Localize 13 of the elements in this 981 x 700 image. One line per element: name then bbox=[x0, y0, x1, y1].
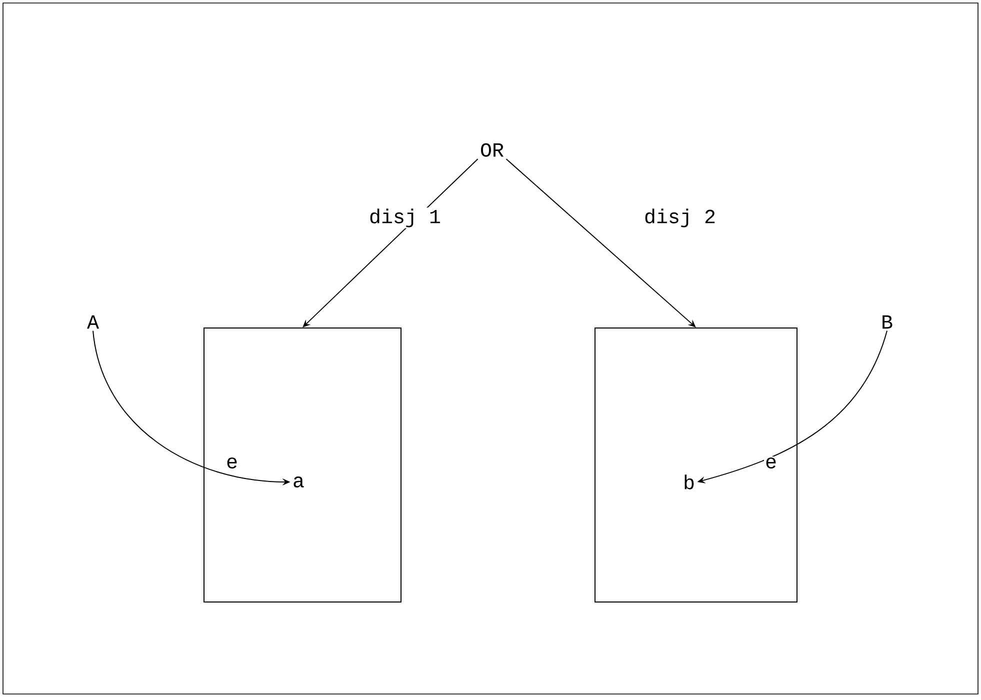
edge-label: disj 2 bbox=[643, 208, 718, 228]
rectangle-box bbox=[204, 327, 402, 602]
node-label: A bbox=[87, 315, 99, 329]
edge-label: e bbox=[764, 456, 778, 470]
rectangle-box bbox=[594, 327, 798, 602]
node-label: OR bbox=[481, 143, 504, 157]
edge-label: e bbox=[225, 456, 239, 470]
arrow bbox=[302, 158, 478, 328]
edge-label: disj 1 bbox=[368, 208, 442, 228]
node-label: b bbox=[684, 474, 694, 490]
arrow bbox=[506, 158, 696, 328]
node-label: a bbox=[294, 476, 304, 488]
node-label: B bbox=[882, 315, 892, 329]
